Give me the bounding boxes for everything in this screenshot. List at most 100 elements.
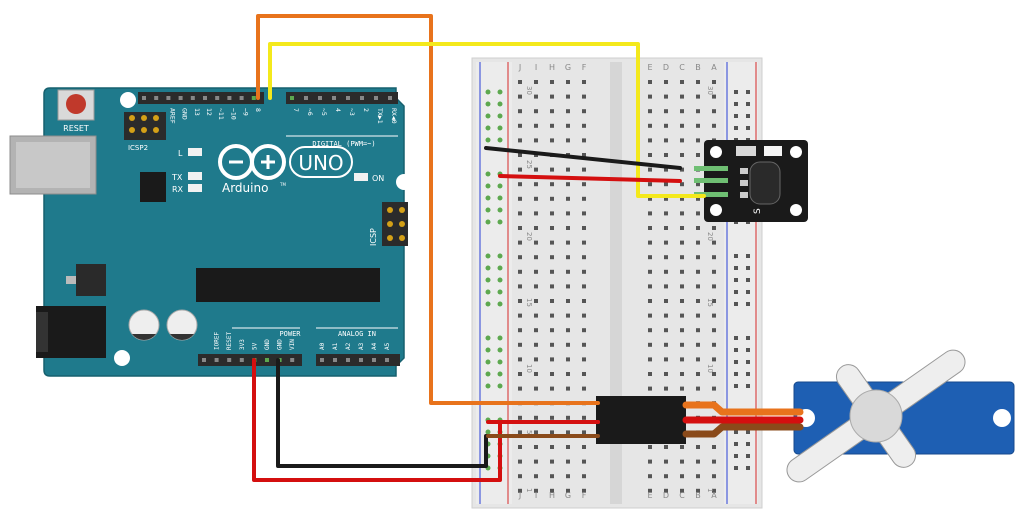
voltage-regulator: [76, 264, 106, 296]
breadboard-hole: [664, 167, 668, 172]
rail-hole: [485, 137, 491, 143]
breadboard-hole: [518, 255, 522, 260]
breadboard-hole: [696, 445, 700, 449]
breadboard-hole: [518, 459, 522, 464]
digital-pin-hole: [290, 96, 294, 100]
breadboard-hole: [566, 372, 570, 376]
breadboard-hole: [550, 415, 554, 420]
icsp2-pin: [129, 115, 135, 121]
breadboard-hole: [582, 153, 586, 157]
breadboard-row-number: 25: [525, 160, 533, 169]
breadboard-hole: [664, 182, 668, 187]
breadboard-hole: [680, 211, 684, 216]
digital-pin-hole: [360, 96, 364, 100]
reset-button-cap[interactable]: [66, 94, 86, 114]
digital-pin-hole: [142, 96, 146, 100]
breadboard-hole: [712, 459, 716, 464]
digital-pin-hole: [304, 96, 308, 100]
breadboard-hole: [712, 240, 716, 245]
icsp2-pin: [141, 127, 147, 133]
breadboard-hole: [550, 269, 554, 274]
breadboard-hole: [550, 488, 554, 493]
breadboard-hole: [648, 284, 652, 289]
uno-label: UNO: [298, 151, 343, 175]
breadboard-hole: [664, 445, 668, 449]
breadboard-hole: [696, 313, 700, 318]
digital-pin-hole: [190, 96, 195, 100]
breadboard-hole: [680, 167, 684, 172]
icsp-pin: [399, 207, 405, 213]
l-led: [188, 148, 202, 156]
breadboard-hole: [696, 153, 700, 157]
power-header: [198, 354, 302, 366]
breadboard-hole: [518, 415, 522, 420]
breadboard-hole: [566, 123, 570, 128]
power-pin-label: VIN: [289, 339, 296, 350]
breadboard-hole: [534, 328, 538, 333]
reset-label: RESET: [63, 124, 89, 133]
sensor-pins: [694, 166, 728, 197]
rail-hole: [746, 384, 750, 388]
rx-led-label: RX: [172, 185, 184, 194]
breadboard-hole: [550, 328, 554, 333]
rail-hole: [734, 126, 738, 130]
breadboard-column-label: J: [518, 491, 521, 500]
power-pin-label: GND: [277, 339, 284, 350]
power-pin-label: RESET: [226, 332, 233, 350]
breadboard-hole: [648, 240, 652, 245]
breadboard-hole: [712, 342, 716, 347]
breadboard-hole: [550, 123, 554, 128]
power-pin-label: 5V: [251, 342, 258, 350]
ir-receiver-dome: [749, 161, 781, 205]
rail-hole: [485, 371, 491, 377]
breadboard-column-label: J: [518, 63, 521, 72]
tx-led-label: TX: [171, 173, 183, 182]
capacitor-1: [128, 309, 160, 341]
breadboard-hole: [582, 240, 586, 245]
sensor-pin-1: [694, 166, 728, 171]
breadboard-hole: [680, 357, 684, 362]
breadboard-hole: [696, 284, 700, 289]
breadboard-hole: [550, 109, 554, 114]
mount-hole-3: [114, 350, 130, 366]
breadboard-hole: [518, 299, 522, 303]
breadboard-hole: [712, 123, 716, 128]
breadboard-hole: [534, 167, 538, 172]
servo-lead-orange: [682, 401, 804, 416]
breadboard-hole: [518, 196, 522, 201]
breadboard-hole: [582, 474, 586, 479]
power-label: POWER: [279, 330, 301, 338]
breadboard-hole: [582, 386, 586, 391]
rail-hole: [485, 113, 491, 119]
breadboard-hole: [664, 488, 668, 493]
icsp-pin: [387, 221, 393, 227]
rail-hole: [746, 430, 750, 434]
breadboard-hole: [518, 226, 522, 230]
breadboard-hole: [518, 269, 522, 274]
digital-pin-hole: [178, 96, 183, 100]
breadboard-hole: [664, 357, 668, 362]
breadboard-hole: [518, 488, 522, 493]
analog-header: [316, 354, 400, 366]
breadboard-hole: [550, 357, 554, 362]
breadboard-hole: [648, 386, 652, 391]
digital-pin-hole: [332, 96, 336, 100]
breadboard-column-label: C: [679, 491, 685, 500]
breadboard-hole: [534, 196, 538, 201]
analog-pin-label: A4: [371, 342, 378, 350]
rail-hole: [497, 371, 503, 377]
rail-hole: [734, 372, 738, 376]
breadboard-hole: [518, 167, 522, 172]
breadboard-hole: [664, 196, 668, 201]
digital-pin-hole: [203, 96, 207, 100]
sensor-s-label: S: [753, 208, 763, 214]
breadboard-hole: [518, 313, 522, 318]
rail-hole: [485, 289, 491, 295]
digital-label: DIGITAL (PWM=~): [312, 140, 375, 148]
breadboard-hole: [680, 328, 684, 333]
digital-pin-hole: [227, 96, 232, 100]
breadboard-hole: [566, 109, 570, 114]
rail-hole: [746, 278, 750, 282]
digital-pin-label: 7: [292, 108, 300, 112]
